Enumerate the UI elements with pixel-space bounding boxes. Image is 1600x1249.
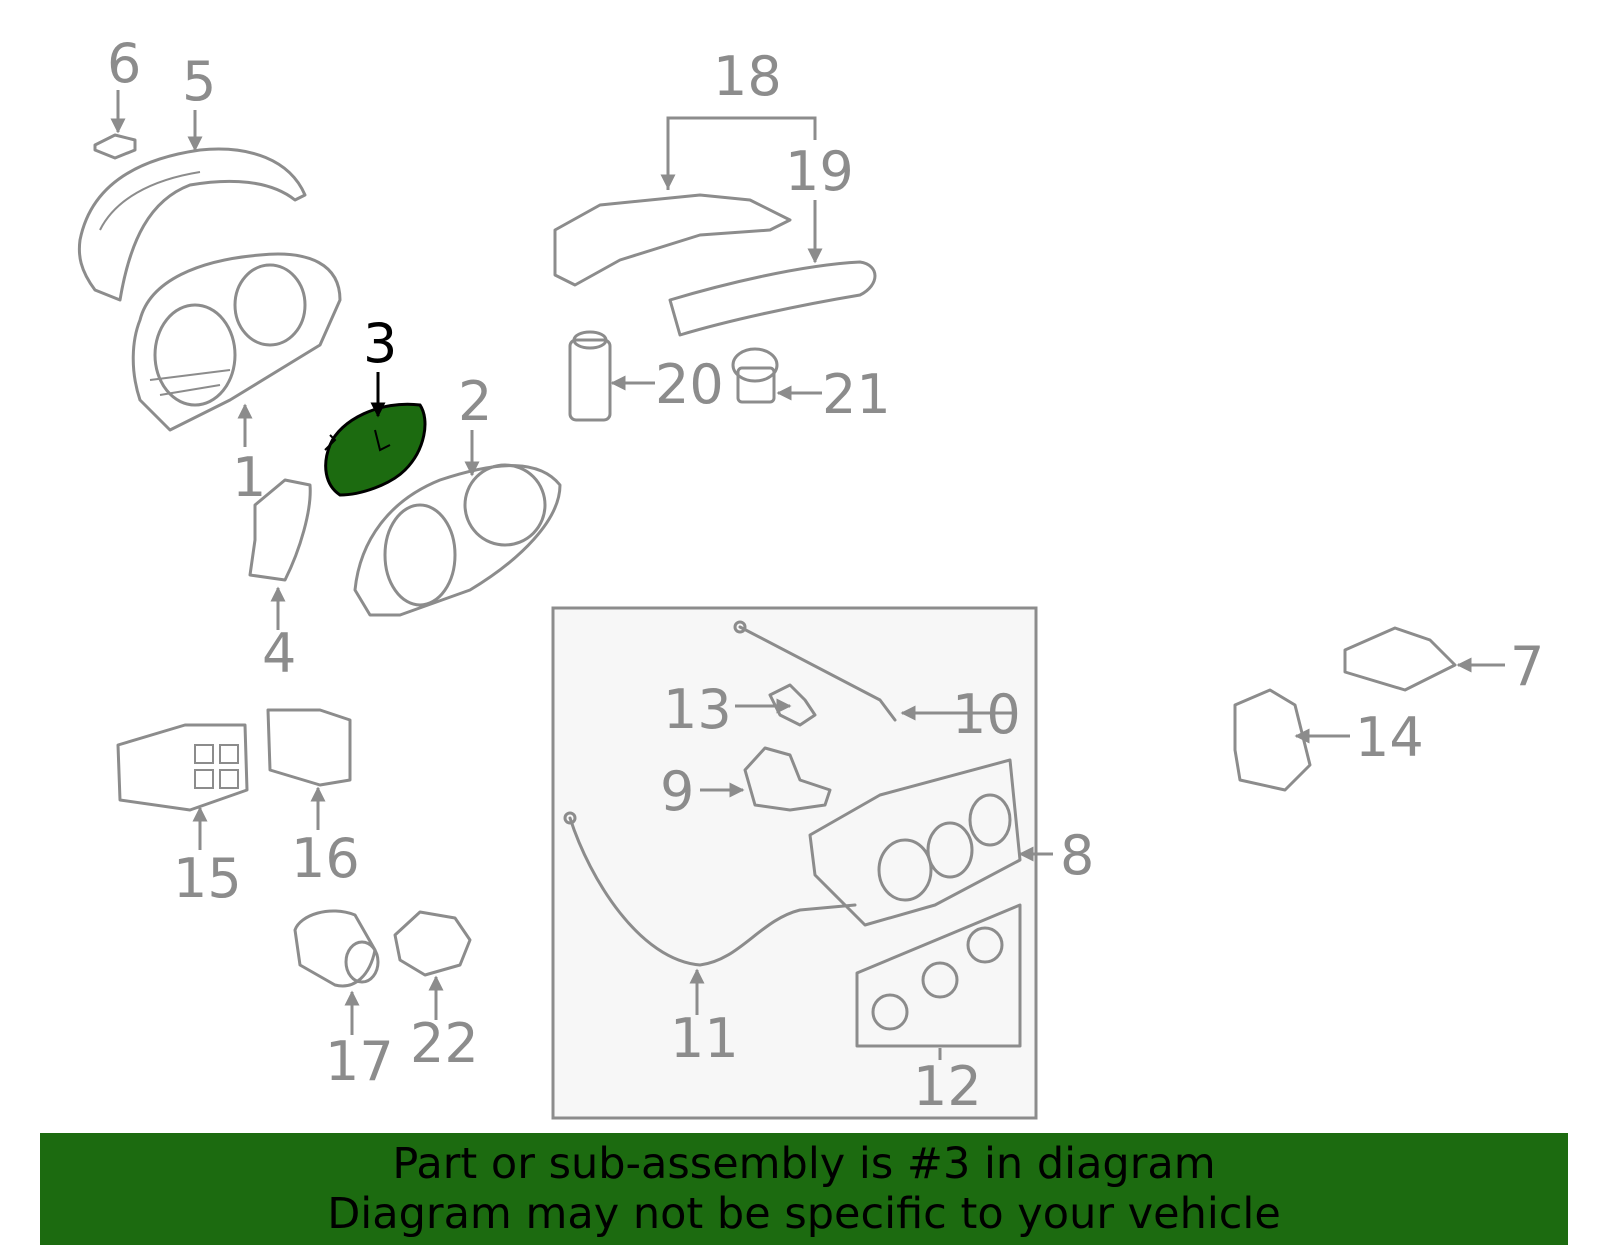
- part-1-cluster-housing[interactable]: [131, 252, 342, 432]
- callout-8: 8: [1060, 824, 1094, 887]
- callout-20: 20: [655, 353, 724, 416]
- info-banner: Part or sub-assembly is #3 in diagram Di…: [40, 1133, 1568, 1245]
- hvac-inset-box: [551, 606, 1038, 1120]
- part-17-ignition[interactable]: [293, 909, 380, 988]
- part-21-plug[interactable]: [731, 347, 779, 404]
- callout-labels: 6 5 18 19 3 20 21 2 1 4 7 13 10 14 9 8 1…: [107, 32, 1544, 1118]
- callout-12: 12: [913, 1055, 982, 1118]
- callout-15: 15: [173, 847, 242, 910]
- callout-4: 4: [262, 622, 296, 685]
- part-15-switch-panel[interactable]: [116, 723, 249, 812]
- callout-17: 17: [325, 1030, 394, 1093]
- callout-10: 10: [952, 683, 1021, 746]
- callout-21: 21: [822, 363, 891, 426]
- callout-7: 7: [1510, 635, 1544, 698]
- part-18-trim-panel[interactable]: [553, 193, 792, 287]
- part-5-cluster-hood[interactable]: [77, 147, 307, 302]
- callout-2: 2: [458, 370, 492, 433]
- part-7-plate[interactable]: [1343, 626, 1457, 692]
- part-10-cable[interactable]: [738, 625, 897, 722]
- callout-6: 6: [107, 32, 141, 95]
- callout-11: 11: [670, 1007, 739, 1070]
- callout-18: 18: [713, 45, 782, 108]
- callout-9: 9: [660, 760, 694, 823]
- callout-5: 5: [182, 50, 216, 113]
- callout-22: 22: [410, 1012, 479, 1075]
- callout-13: 13: [663, 678, 732, 741]
- part-13-sensor[interactable]: [768, 683, 817, 727]
- part-20-switch[interactable]: [568, 330, 612, 422]
- part-9-actuator[interactable]: [743, 746, 832, 812]
- banner-line-1: Part or sub-assembly is #3 in diagram: [392, 1139, 1216, 1189]
- part-22-connector[interactable]: [393, 910, 472, 977]
- part-3-gauge-highlighted[interactable]: [324, 402, 427, 497]
- part-11-cable[interactable]: [568, 816, 857, 967]
- leader-lines: [110, 90, 1505, 1060]
- part-4-bracket[interactable]: [248, 478, 312, 582]
- part-8-control-panel[interactable]: [808, 758, 1022, 927]
- part-16-switch[interactable]: [266, 708, 352, 787]
- part-14-module[interactable]: [1233, 688, 1312, 792]
- banner-line-2: Diagram may not be specific to your vehi…: [327, 1189, 1281, 1239]
- part-6-clip[interactable]: [93, 133, 137, 160]
- part-12-knob-set[interactable]: [855, 903, 1022, 1048]
- callout-3: 3: [363, 312, 397, 375]
- callout-14: 14: [1355, 706, 1424, 769]
- part-19-trim-strip[interactable]: [668, 260, 877, 337]
- part-2-cluster-lens[interactable]: [353, 463, 562, 617]
- callout-19: 19: [785, 140, 854, 203]
- callout-1: 1: [232, 446, 266, 509]
- callout-16: 16: [291, 827, 360, 890]
